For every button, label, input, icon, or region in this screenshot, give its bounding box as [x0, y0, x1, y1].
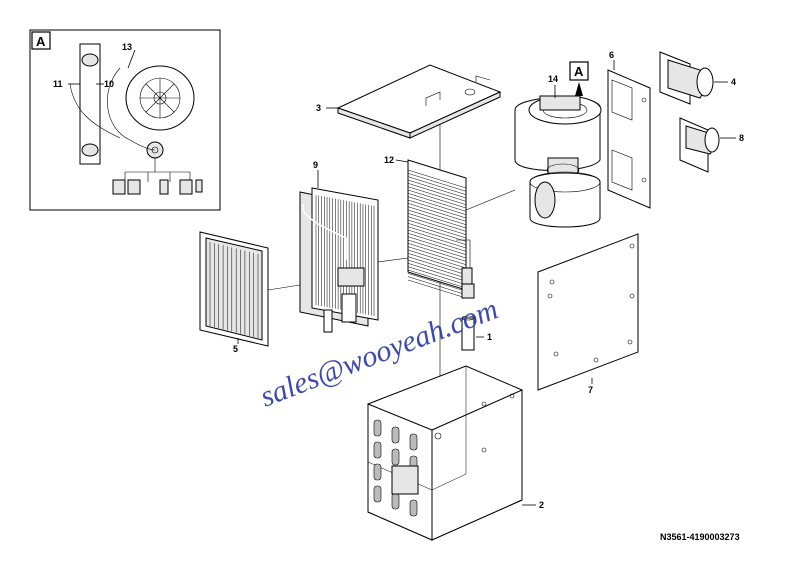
callout-13: 13 — [122, 42, 132, 52]
part-6-bracket — [607, 69, 651, 209]
callout-10: 10 — [104, 79, 114, 89]
part-4-duct-outlet — [659, 51, 714, 105]
detail-label-box — [31, 31, 51, 50]
callout-7: 7 — [588, 385, 593, 395]
part-14-blower-motor — [514, 95, 602, 228]
part-7-side-panel — [537, 233, 639, 391]
part-2-housing — [367, 365, 523, 541]
callout-1: 1 — [487, 332, 492, 342]
callout-14: 14 — [548, 74, 558, 84]
callout-11: 11 — [53, 79, 63, 89]
part-1-pipe — [461, 283, 475, 351]
detail-view-a: A — [29, 29, 221, 211]
part-3-cover-plate — [336, 64, 502, 139]
callout-12: 12 — [384, 155, 394, 165]
callout-2: 2 — [539, 500, 544, 510]
callout-8: 8 — [739, 133, 744, 143]
callout-3: 3 — [316, 103, 321, 113]
callout-5: 5 — [233, 344, 238, 354]
view-arrow-icon — [575, 82, 583, 96]
part-5-filter — [199, 231, 269, 347]
part-12-heater-core — [407, 159, 473, 299]
part-9-evaporator — [299, 187, 379, 333]
callout-6: 6 — [609, 50, 614, 60]
view-marker-box — [569, 61, 589, 81]
part-8-duct-outlet — [679, 117, 720, 173]
reference-code: N3561-4190003273 — [660, 532, 740, 542]
detail-label: A — [36, 34, 46, 49]
detail-bracket — [79, 43, 101, 165]
detail-connector — [112, 179, 126, 195]
view-marker-label: A — [574, 64, 584, 79]
callout-9: 9 — [313, 160, 318, 170]
callout-4: 4 — [731, 77, 736, 87]
